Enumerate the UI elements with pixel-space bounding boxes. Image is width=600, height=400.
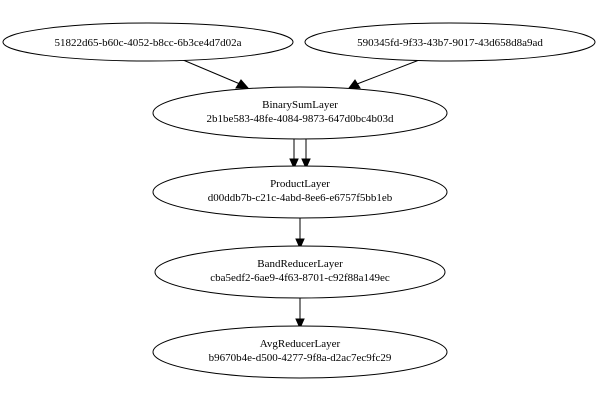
node-avg-reducer-layer-label: AvgReducerLayer <box>260 338 341 350</box>
node-input-b-id: 590345fd-9f33-43b7-9017-43d658d8a9ad <box>357 37 543 49</box>
node-input-b: 590345fd-9f33-43b7-9017-43d658d8a9ad <box>304 22 596 62</box>
node-product-layer: ProductLayer d00ddb7b-c21c-4abd-8ee6-e67… <box>152 165 448 219</box>
edge-binary-sum-to-product-1 <box>289 137 299 170</box>
node-product-layer-label: ProductLayer <box>270 178 330 190</box>
node-band-reducer-layer: BandReducerLayer cba5edf2-6ae9-4f63-8701… <box>154 245 446 299</box>
edge-product-to-band-reducer <box>295 217 305 250</box>
node-product-layer-id: d00ddb7b-c21c-4abd-8ee6-e6757f5bb1eb <box>208 192 393 204</box>
node-avg-reducer-layer-id: b9670b4e-d500-4277-9f8a-d2ac7ec9fc29 <box>209 352 392 364</box>
node-band-reducer-layer-label: BandReducerLayer <box>257 258 343 270</box>
edge-input-a-to-binary-sum <box>175 56 250 89</box>
edge-binary-sum-to-product-2 <box>301 137 311 170</box>
edge-input-b-to-binary-sum <box>348 56 428 89</box>
node-band-reducer-layer-id: cba5edf2-6ae9-4f63-8701-c92f88a149ec <box>210 272 390 284</box>
edge-band-reducer-to-avg-reducer <box>295 297 305 330</box>
node-input-a-id: 51822d65-b60c-4052-b8cc-6b3ce4d7d02a <box>55 37 242 49</box>
node-binary-sum-layer-label: BinarySumLayer <box>262 99 338 111</box>
node-input-a: 51822d65-b60c-4052-b8cc-6b3ce4d7d02a <box>2 22 294 62</box>
node-avg-reducer-layer: AvgReducerLayer b9670b4e-d500-4277-9f8a-… <box>152 325 448 379</box>
node-binary-sum-layer: BinarySumLayer 2b1be583-48fe-4084-9873-6… <box>152 86 448 140</box>
node-binary-sum-layer-id: 2b1be583-48fe-4084-9873-647d0bc4b03d <box>207 113 394 125</box>
